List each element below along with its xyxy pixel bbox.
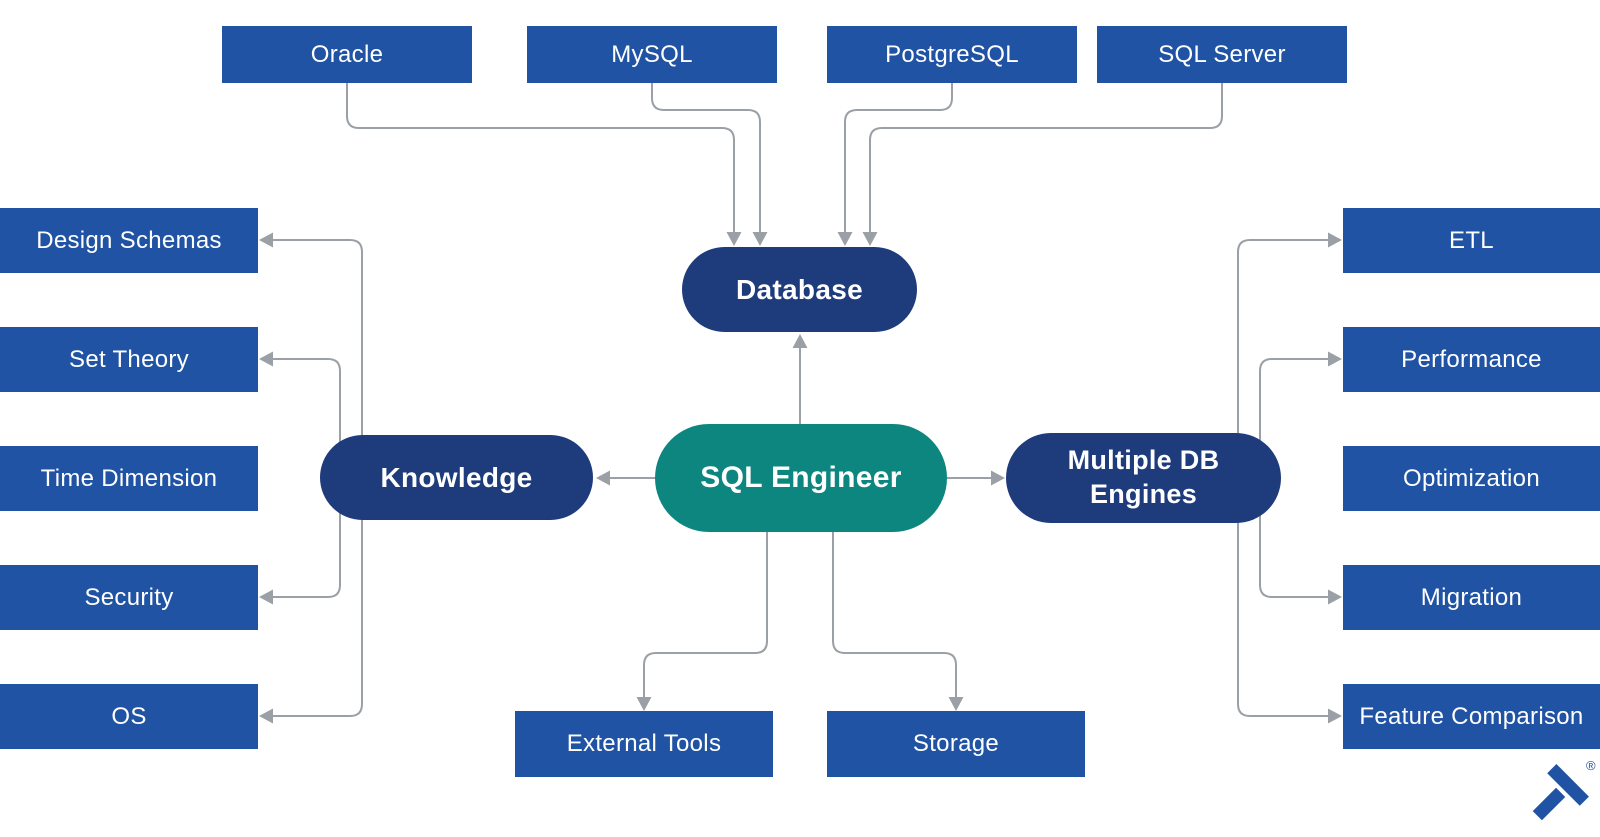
node-design-schemas: Design Schemas (0, 208, 258, 273)
edge-sqlserver-database (869, 83, 1223, 233)
edge-oracle-database (346, 83, 735, 233)
arrow-right-icon (1328, 351, 1342, 367)
node-os: OS (0, 684, 258, 749)
hub-database: Database (682, 247, 917, 332)
node-sql-server: SQL Server (1097, 26, 1347, 83)
edge-postgresql-database (844, 83, 953, 233)
node-postgresql: PostgreSQL (827, 26, 1077, 83)
registered-trademark-symbol: ® (1586, 758, 1596, 773)
hub-sql-engineer: SQL Engineer (655, 424, 947, 532)
hub-multiple-db-engines: Multiple DB Engines (1006, 433, 1281, 523)
node-external-tools: External Tools (515, 711, 773, 777)
node-migration: Migration (1343, 565, 1600, 630)
arrow-up-icon (792, 334, 808, 348)
hub-knowledge: Knowledge (320, 435, 593, 520)
arrow-right-icon (991, 470, 1005, 486)
connector-paths (273, 83, 1328, 717)
arrow-left-icon (259, 708, 273, 724)
node-time-dimension: Time Dimension (0, 446, 258, 511)
node-optimization: Optimization (1343, 446, 1600, 511)
arrow-down-icon (726, 232, 742, 246)
arrow-down-icon (948, 697, 964, 711)
arrow-down-icon (837, 232, 853, 246)
arrow-left-icon (596, 470, 610, 486)
node-mysql: MySQL (527, 26, 777, 83)
arrow-right-icon (1328, 232, 1342, 248)
node-etl: ETL (1343, 208, 1600, 273)
node-feature-comparison: Feature Comparison (1343, 684, 1600, 749)
arrowheads (259, 232, 1342, 724)
arrow-right-icon (1328, 589, 1342, 605)
hub-multiple-db-engines-label: Multiple DB Engines (1067, 445, 1220, 509)
edge-mysql-database (651, 83, 761, 233)
arrow-down-icon (636, 697, 652, 711)
node-security: Security (0, 565, 258, 630)
node-performance: Performance (1343, 327, 1600, 392)
arrow-right-icon (1328, 708, 1342, 724)
arrow-left-icon (259, 589, 273, 605)
node-set-theory: Set Theory (0, 327, 258, 392)
edge-center-external-tools (643, 532, 768, 698)
arrow-left-icon (259, 232, 273, 248)
arrow-down-icon (752, 232, 768, 246)
node-storage: Storage (827, 711, 1085, 777)
toptal-logo-icon: ® (1532, 758, 1596, 821)
arrow-down-icon (862, 232, 878, 246)
node-oracle: Oracle (222, 26, 472, 83)
arrow-left-icon (259, 351, 273, 367)
edge-center-storage (832, 532, 957, 698)
